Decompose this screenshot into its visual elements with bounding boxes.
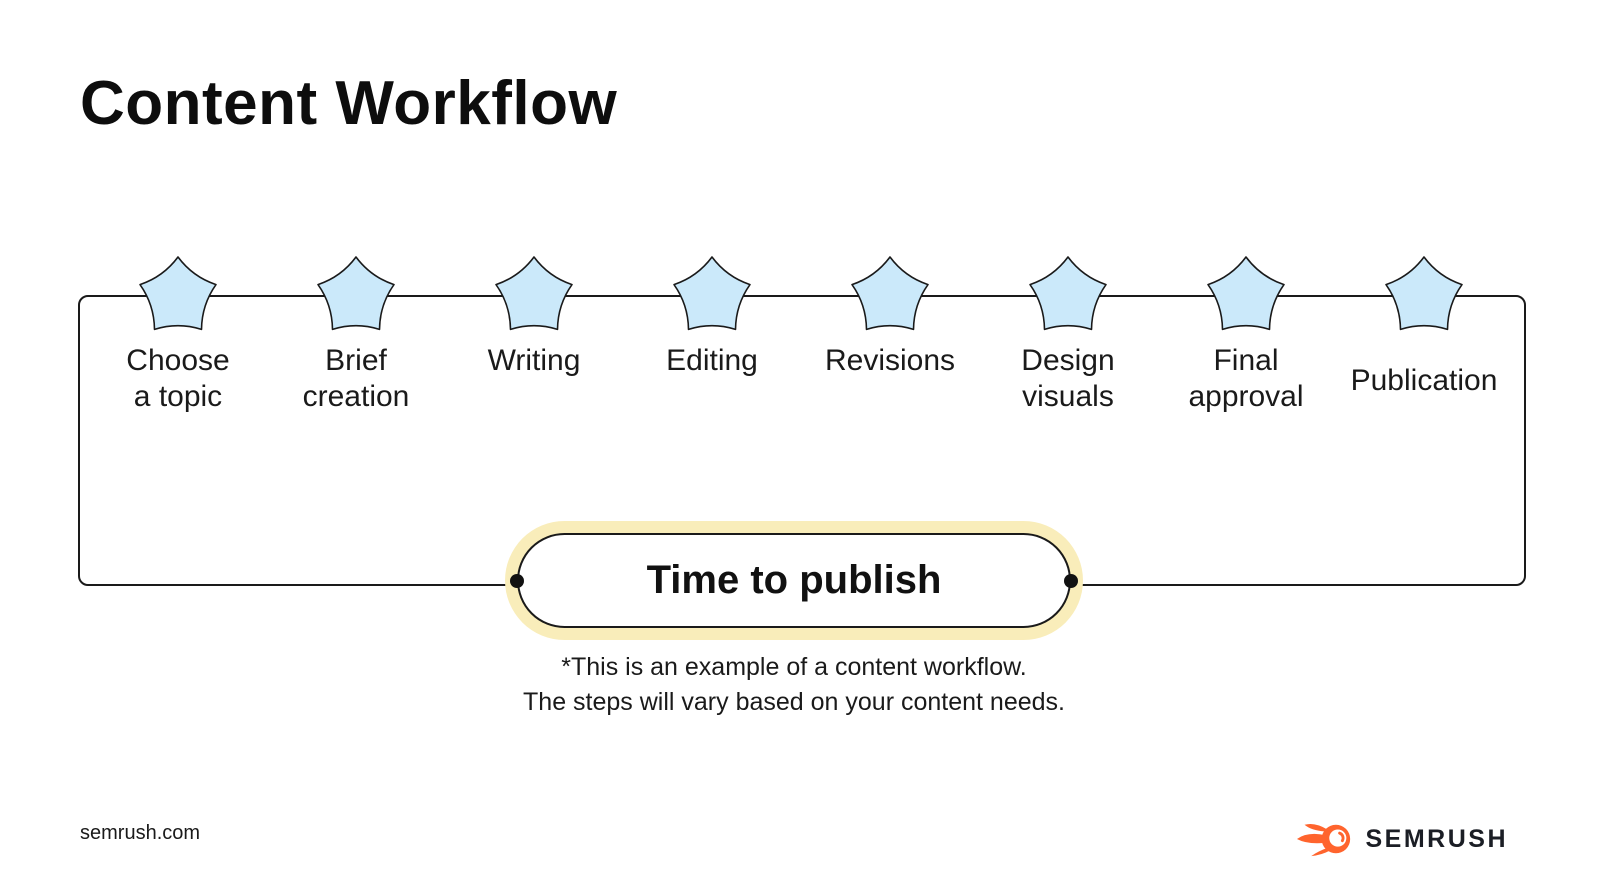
star-icon	[1207, 256, 1285, 331]
footnote-line-1: *This is an example of a content workflo…	[561, 653, 1027, 681]
connector-dot-right	[1064, 574, 1078, 588]
site-url: semrush.com	[80, 822, 201, 844]
star-icon	[495, 256, 573, 331]
step-label: Publication	[1350, 364, 1498, 397]
workflow-step-writing: Writing	[445, 255, 623, 419]
workflow-step-revisions: Revisions	[801, 255, 979, 419]
connector-dot-left	[510, 574, 524, 588]
time-to-publish-pill: Time to publish	[517, 533, 1071, 628]
time-to-publish-label: Time to publish	[646, 558, 942, 602]
footnote: *This is an example of a content workflo…	[344, 650, 1244, 720]
star-icon	[1029, 256, 1107, 331]
star-icon	[317, 256, 395, 331]
semrush-wordmark: SEMRUSH	[1365, 824, 1508, 853]
step-label: Editing	[666, 344, 758, 377]
step-label: Revisions	[824, 344, 956, 377]
time-to-publish-badge: Time to publish	[505, 521, 1083, 640]
workflow-step-editing: Editing	[623, 255, 801, 419]
star-icon	[673, 256, 751, 331]
semrush-logo: SEMRUSH	[1296, 818, 1508, 860]
page-title: Content Workflow	[80, 69, 618, 138]
semrush-flame-icon	[1297, 823, 1351, 857]
workflow-step-publication: Publication	[1335, 255, 1513, 419]
footnote-line-2: The steps will vary based on your conten…	[523, 688, 1065, 716]
star-icon	[1385, 256, 1463, 331]
star-icon	[139, 256, 217, 331]
star-icon	[851, 256, 929, 331]
step-label: Writing	[487, 344, 581, 377]
